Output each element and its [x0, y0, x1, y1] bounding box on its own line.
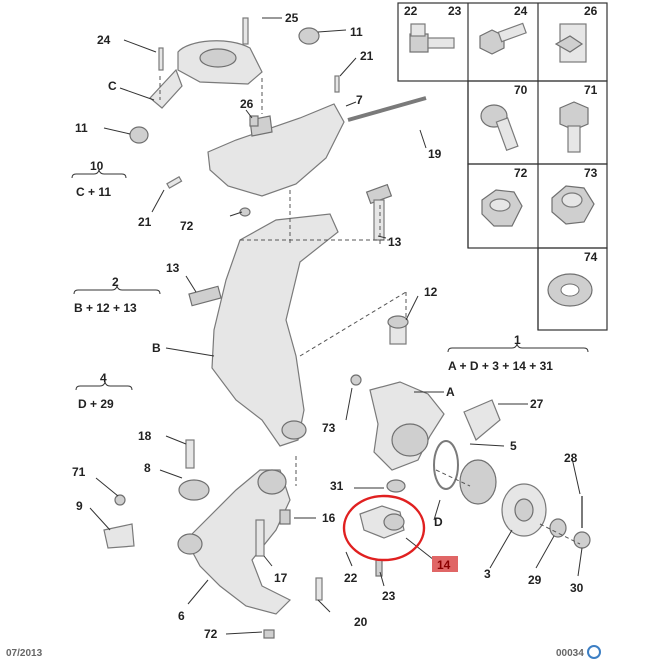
callout-29: 29 [528, 573, 542, 587]
formula-10-number: 10 [90, 159, 104, 173]
callout-14: 14 [437, 558, 451, 572]
callout-5: 5 [510, 439, 517, 453]
grid-label-24: 24 [514, 4, 528, 18]
formula-4-expression: D + 29 [78, 397, 114, 411]
knuckle-b-drawing [188, 183, 393, 447]
callout-d: D [434, 515, 443, 529]
nut-73-icon [551, 185, 595, 225]
formula-2-number: 2 [112, 275, 119, 289]
bolt-71-icon [559, 101, 589, 153]
callout-71: 71 [72, 465, 86, 479]
callout-18: 18 [138, 429, 152, 443]
formula-10-expression: C + 11 [76, 185, 111, 199]
callout-24: 24 [97, 33, 111, 47]
callout-21-top: 21 [360, 49, 374, 63]
callout-labels: 25 24 11 21 C 7 26 11 19 21 72 13 13 B 1… [72, 11, 584, 641]
callout-17: 17 [274, 571, 288, 585]
grid-label-26: 26 [584, 4, 598, 18]
callout-13-right: 13 [388, 235, 402, 249]
callout-25: 25 [285, 11, 299, 25]
zoom-icon[interactable] [587, 645, 601, 659]
formula-4-number: 4 [100, 371, 107, 385]
parts-grid-labels: 22 23 24 26 70 71 72 73 74 [404, 4, 598, 264]
upper-arm-drawing [207, 96, 427, 197]
callout-20: 20 [354, 615, 368, 629]
callout-16: 16 [322, 511, 336, 525]
formula-1: 1 A + D + 3 + 14 + 31 [447, 333, 589, 373]
highlight-ball-joint: 14 [342, 494, 458, 572]
parts-grid [397, 2, 608, 331]
nut-72-icon [481, 189, 523, 227]
small-fasteners-drawing [114, 17, 385, 639]
leader-lines [89, 17, 583, 635]
callout-3: 3 [484, 567, 491, 581]
grid-label-71: 71 [584, 83, 598, 97]
callout-a: A [446, 385, 455, 399]
callout-7: 7 [356, 93, 363, 107]
steering-knuckle-a-drawing [369, 315, 501, 471]
callout-28: 28 [564, 451, 578, 465]
clip-26-icon [554, 23, 587, 63]
callout-72-top: 72 [180, 219, 194, 233]
footer-date: 07/2013 [6, 648, 43, 659]
callout-13-left: 13 [166, 261, 180, 275]
parts-grid-icons [409, 22, 595, 307]
washer-74-icon [547, 273, 593, 307]
callout-27: 27 [530, 397, 544, 411]
dashed-assembly-lines [159, 76, 581, 545]
callout-12: 12 [424, 285, 438, 299]
callout-c: C [108, 79, 117, 93]
grid-label-73: 73 [584, 166, 598, 180]
callout-21-bottom: 21 [138, 215, 152, 229]
hub-drawing [433, 440, 591, 549]
formula-2: 2 B + 12 + 13 [73, 275, 161, 315]
callout-11-left: 11 [75, 121, 88, 135]
upper-mount-drawing [129, 27, 320, 144]
callout-26-left: 26 [240, 97, 254, 111]
callout-23: 23 [382, 589, 396, 603]
grid-label-72: 72 [514, 166, 528, 180]
callout-11-top: 11 [350, 25, 363, 39]
footer: 07/2013 00034 [6, 645, 601, 659]
formula-1-expression: A + D + 3 + 14 + 31 [448, 359, 553, 373]
callout-8: 8 [144, 461, 151, 475]
grid-label-22: 22 [404, 4, 418, 18]
callout-22: 22 [344, 571, 358, 585]
callout-b: B [152, 341, 161, 355]
callout-30: 30 [570, 581, 584, 595]
lower-arm-drawing [103, 439, 292, 615]
grid-label-74: 74 [584, 250, 598, 264]
grid-label-70: 70 [514, 83, 528, 97]
highlight-circle [342, 494, 426, 562]
grid-label-23: 23 [448, 4, 462, 18]
callout-19: 19 [428, 147, 442, 161]
formula-1-number: 1 [514, 333, 521, 347]
highlight-label-bg [432, 556, 458, 572]
callout-73: 73 [322, 421, 336, 435]
formula-4: 4 D + 29 [75, 371, 133, 411]
formula-2-expression: B + 12 + 13 [74, 301, 137, 315]
bolt-22-23-icon [409, 23, 455, 53]
bolt-70-icon [480, 104, 519, 152]
callout-31: 31 [330, 479, 344, 493]
ball-joint-14-drawing [359, 479, 406, 577]
callout-9: 9 [76, 499, 83, 513]
formula-10: 10 C + 11 [71, 159, 127, 199]
callout-6: 6 [178, 609, 185, 623]
footer-ref: 00034 [556, 648, 584, 659]
callout-72-bottom: 72 [204, 627, 218, 641]
bolt-24-icon [479, 22, 527, 55]
